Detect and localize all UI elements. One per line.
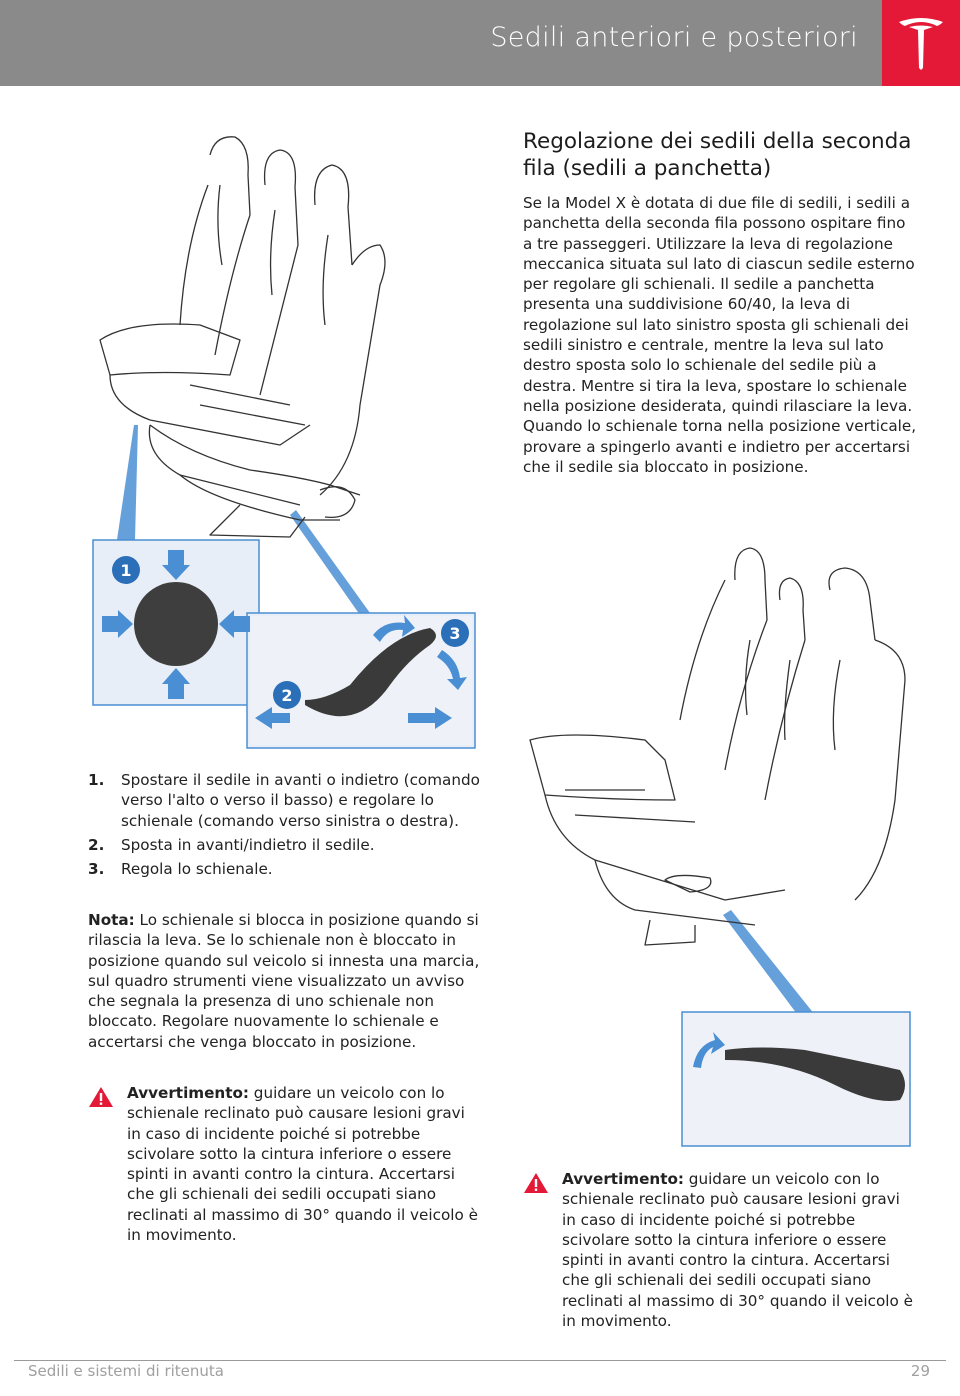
callout-2: 2 (273, 681, 301, 709)
bench-seat-illustration (529, 547, 911, 1147)
tesla-t-icon (899, 18, 943, 70)
front-seat-illustration: 1 2 3 (92, 136, 476, 749)
warning-label: Avvertimento: (562, 1170, 684, 1188)
section-heading: Regolazione dei sedili della seconda fil… (523, 129, 912, 181)
svg-text:1: 1 (120, 561, 131, 580)
note-label: Nota: (88, 911, 135, 929)
tesla-logo (882, 0, 960, 86)
step-text: Regola lo schienale. (121, 860, 273, 879)
step-text: Spostare il sedile in avanti o indietro … (121, 771, 480, 830)
page-title: Sedili anteriori e posteriori (490, 22, 858, 53)
warning-text: guidare un veicolo con lo schienale recl… (127, 1084, 478, 1245)
warning-label: Avvertimento: (127, 1084, 249, 1102)
step-item: 3. Regola lo schienale. (88, 859, 483, 879)
footer-divider (14, 1360, 946, 1361)
step-item: 1. Spostare il sedile in avanti o indiet… (88, 770, 483, 831)
note-text: Lo schienale si blocca in posizione quan… (88, 911, 480, 1051)
step-text: Sposta in avanti/indietro il sedile. (121, 835, 375, 854)
instruction-steps: 1. Spostare il sedile in avanti o indiet… (88, 770, 483, 883)
section-body: Se la Model X è dotata di due file di se… (523, 194, 917, 476)
step-item: 2. Sposta in avanti/indietro il sedile. (88, 835, 483, 855)
warning-block: Avvertimento: guidare un veicolo con lo … (523, 1169, 917, 1331)
warning-block: Avvertimento: guidare un veicolo con lo … (88, 1083, 482, 1245)
step-number: 2. (88, 835, 105, 854)
page-header: Sedili anteriori e posteriori (0, 0, 960, 86)
warning-text: guidare un veicolo con lo schienale recl… (562, 1170, 913, 1331)
svg-text:3: 3 (449, 624, 460, 643)
note-paragraph: Nota: Lo schienale si blocca in posizion… (88, 910, 483, 1052)
page-number: 29 (910, 1362, 930, 1380)
warning-triangle-icon (524, 1173, 548, 1193)
callout-1: 1 (112, 556, 140, 584)
step-number: 3. (88, 860, 105, 879)
warning-triangle-icon (89, 1087, 113, 1107)
callout-3: 3 (441, 619, 469, 647)
footer-section-name: Sedili e sistemi di ritenuta (28, 1362, 224, 1380)
step-number: 1. (88, 771, 105, 789)
svg-text:2: 2 (281, 686, 292, 705)
